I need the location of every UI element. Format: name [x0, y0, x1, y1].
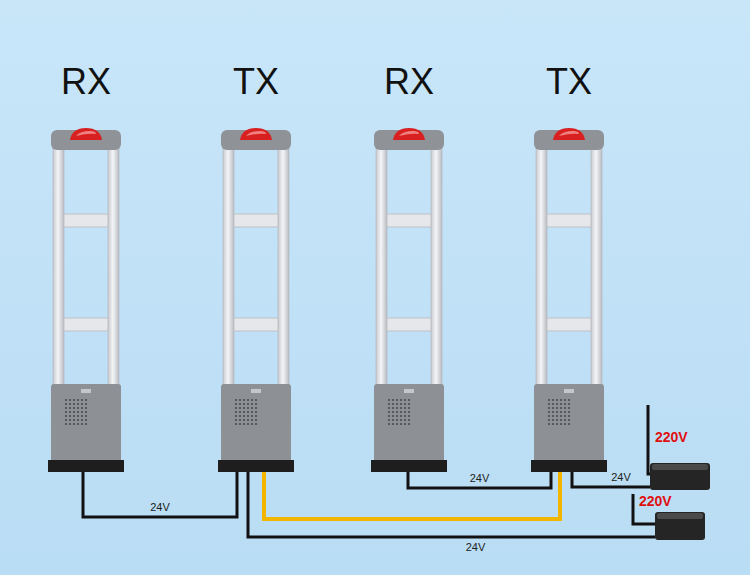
power-cable	[83, 472, 237, 517]
cable-voltage-label: 24V	[609, 471, 633, 484]
antenna-role-label: TX	[233, 64, 279, 100]
voltage-label: 220V	[639, 494, 672, 508]
sync-cable	[264, 472, 560, 519]
antenna-pedestal: TX	[533, 128, 605, 472]
antenna-pedestal: RX	[50, 128, 122, 472]
antenna-pedestal: RX	[373, 128, 445, 472]
power-adapter: 220V	[650, 463, 710, 490]
adapter-drawing	[650, 463, 710, 490]
antenna-role-label: RX	[384, 64, 434, 100]
antenna-drawing	[373, 128, 445, 472]
antenna-pedestal: TX	[220, 128, 292, 472]
power-cable	[408, 472, 551, 488]
antenna-drawing	[50, 128, 122, 472]
cable-voltage-label: 24V	[148, 501, 172, 514]
power-cable	[248, 472, 655, 537]
antenna-role-label: RX	[61, 64, 111, 100]
adapter-drawing	[655, 512, 705, 540]
antenna-role-label: TX	[546, 64, 592, 100]
mains-cable	[648, 405, 650, 474]
cable-voltage-label: 24V	[464, 541, 488, 554]
power-adapter: 220V	[655, 512, 705, 540]
voltage-label: 220V	[655, 430, 688, 444]
cable-voltage-label: 24V	[468, 472, 492, 485]
antenna-drawing	[220, 128, 292, 472]
antenna-drawing	[533, 128, 605, 472]
power-cable	[572, 472, 650, 487]
